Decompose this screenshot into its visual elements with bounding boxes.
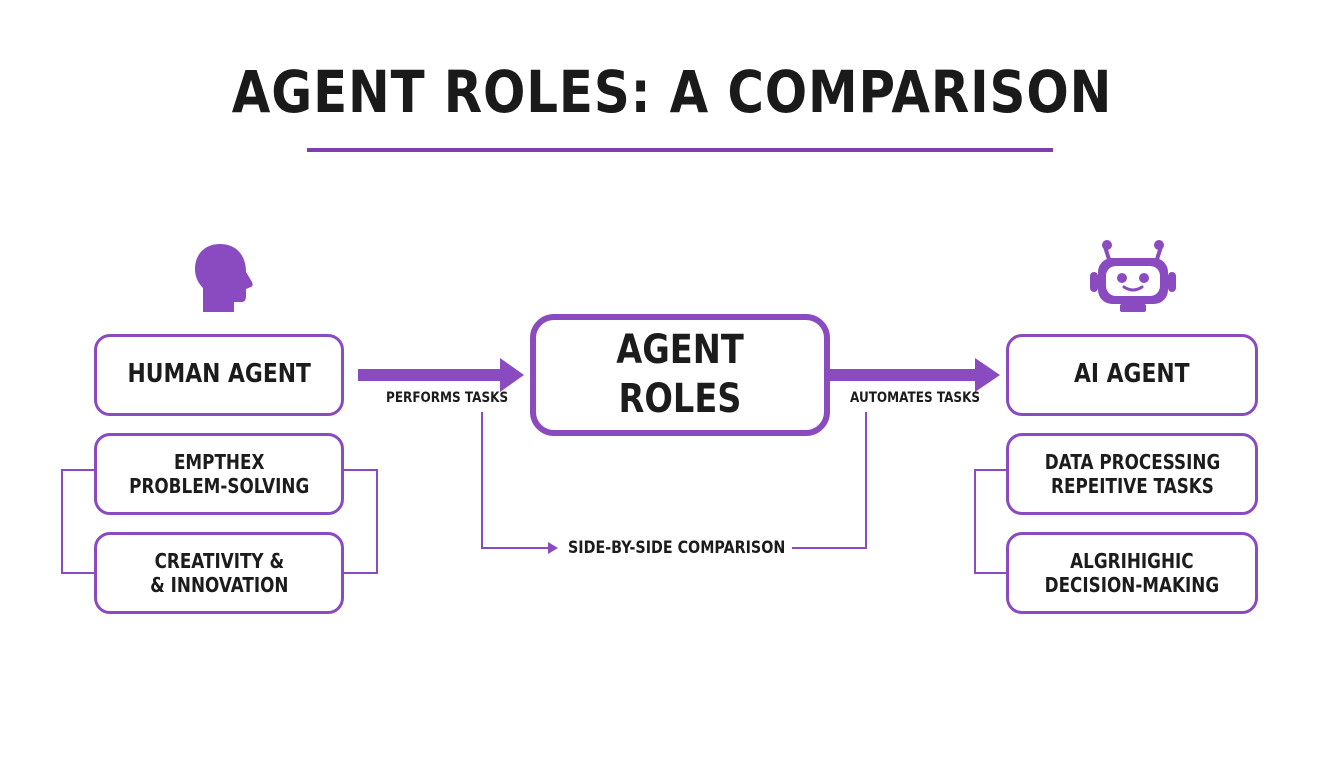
performs-tasks-arrow-head [500,358,524,392]
robot-head-icon [1090,240,1176,312]
automates-tasks-arrow-head [975,358,1000,392]
side-by-side-comparison-label: SIDE-BY-SIDE COMPARISON [568,538,786,558]
human-agent-label: HUMAN AGENT [127,359,311,390]
ai-agent-label: AI AGENT [1074,359,1190,390]
automates-tasks-label: AUTOMATES TASKS [850,390,981,406]
comparison-connector [481,412,867,549]
human-right-bracket [342,469,378,574]
comparison-left-line [481,412,548,549]
ai-trait-box-1: DATA PROCESSING REPEITIVE TASKS [1006,433,1258,515]
automates-tasks-arrow [830,358,1000,392]
human-trait-box-2: CREATIVITY & & INNOVATION [94,532,344,614]
agent-roles-label: AGENT ROLES [616,327,744,422]
ai-trait-label-2: ALGRIHIGHIC DECISION-MAKING [1044,548,1220,597]
comparison-right-line [792,412,867,549]
agent-roles-box: AGENT ROLES [530,314,830,436]
automates-tasks-arrow-shaft [830,369,978,381]
comparison-arrow-head [548,542,558,554]
ai-trait-brackets [974,469,1008,574]
ai-left-bracket [974,469,1008,574]
human-head-icon [195,244,253,312]
ai-trait-box-2: ALGRIHIGHIC DECISION-MAKING [1006,532,1258,614]
human-agent-box: HUMAN AGENT [94,334,344,416]
diagram-title: AGENT ROLES: A COMPARISON [231,58,1113,126]
human-left-bracket [61,469,94,574]
ai-trait-label-1: DATA PROCESSING REPEITIVE TASKS [1044,449,1220,498]
human-trait-label-1: EMPTHEX PROBLEM-SOLVING [128,449,310,498]
title-underline [307,148,1053,152]
human-trait-box-1: EMPTHEX PROBLEM-SOLVING [94,433,344,515]
performs-tasks-label: PERFORMS TASKS [386,390,509,406]
human-trait-label-2: CREATIVITY & & INNOVATION [149,548,289,597]
ai-agent-box: AI AGENT [1006,334,1258,416]
human-trait-brackets [61,469,378,574]
performs-tasks-arrow-shaft [358,369,504,381]
performs-tasks-arrow [358,358,524,392]
